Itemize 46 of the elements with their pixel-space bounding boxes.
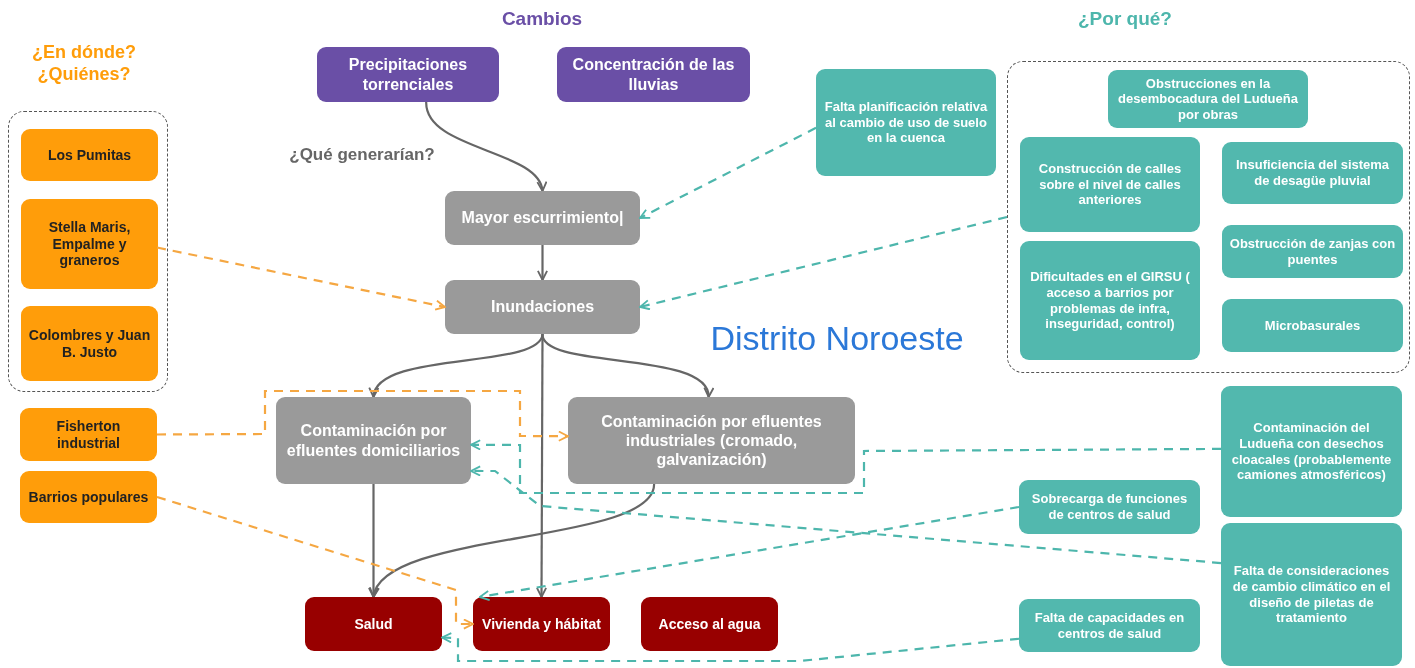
arrow xyxy=(537,245,548,281)
process-box: Mayor escurrimiento| xyxy=(445,191,640,245)
process-box: Sobrecarga de funciones de centros de salud xyxy=(1019,480,1200,534)
dashed-group-frame xyxy=(8,111,168,392)
dashed-arrow xyxy=(470,465,1222,565)
process-box: Fisherton industrial xyxy=(20,408,157,461)
heading-text: ¿Qué generarían? xyxy=(288,145,436,166)
dashed-arrow xyxy=(156,495,474,630)
dashed-arrow xyxy=(639,126,817,219)
dashed-arrow xyxy=(156,246,446,311)
dashed-arrow xyxy=(441,632,1020,663)
heading-text: ¿En dónde? ¿Quiénes? xyxy=(31,42,137,86)
heading-text: ¿Por qué? xyxy=(1077,8,1173,31)
arrow xyxy=(372,483,656,598)
dashed-group-frame xyxy=(1007,61,1410,373)
process-box: Contaminación por efluentes industriales (cromado, galvanización) xyxy=(568,397,855,484)
dashed-arrow xyxy=(478,505,1020,601)
process-box: Contaminación del Ludueña con desechos cloacales (probablemente camiones atmosféricos) xyxy=(1221,386,1402,517)
process-box: Inundaciones xyxy=(445,280,640,334)
process-box: Acceso al agua xyxy=(641,597,778,651)
process-box: Barrios populares xyxy=(20,471,157,523)
arrow xyxy=(425,101,546,192)
process-box: Microbasurales xyxy=(1222,299,1403,352)
dashed-arrow xyxy=(639,215,1008,311)
process-box: Salud xyxy=(305,597,442,651)
process-box: Dificultades en el GIRSU ( acceso a barrios por problemas de infra, inseguridad, control) xyxy=(1020,241,1200,360)
dashed-arrow xyxy=(470,439,1221,495)
process-box: Vivienda y hábitat xyxy=(473,597,610,651)
process-box: Obstrucciones en la desembocadura del Ludueña por obras xyxy=(1108,70,1308,128)
dashed-arrow xyxy=(157,389,569,442)
process-box: Obstrucción de zanjas con puentes xyxy=(1222,225,1403,278)
process-box: Falta planificación relativa al cambio de uso de suelo en la cuenca xyxy=(816,69,996,176)
process-box: Stella Maris, Empalme y graneros xyxy=(21,199,158,289)
heading-text: Cambios xyxy=(500,8,584,31)
process-box: Construcción de calles sobre el nivel de calles anteriores xyxy=(1020,137,1200,232)
arrow xyxy=(536,334,548,598)
process-box: Los Pumitas xyxy=(21,129,158,181)
process-box: Falta de capacidades en centros de salud xyxy=(1019,599,1200,652)
process-box: Falta de consideraciones de cambio climático en el diseño de piletas de tratamiento xyxy=(1221,523,1402,666)
heading-text: Distrito Noroeste xyxy=(709,318,965,359)
arrow xyxy=(368,484,379,598)
process-box: Concentración de las lluvias xyxy=(557,47,750,102)
process-box: Contaminación por efluentes domiciliarios xyxy=(276,397,471,484)
process-box: Colombres y Juan B. Justo xyxy=(21,306,158,381)
process-box: Insuficiencia del sistema de desagüe pluvial xyxy=(1222,142,1403,204)
process-box: Precipitaciones torrenciales xyxy=(317,47,499,102)
